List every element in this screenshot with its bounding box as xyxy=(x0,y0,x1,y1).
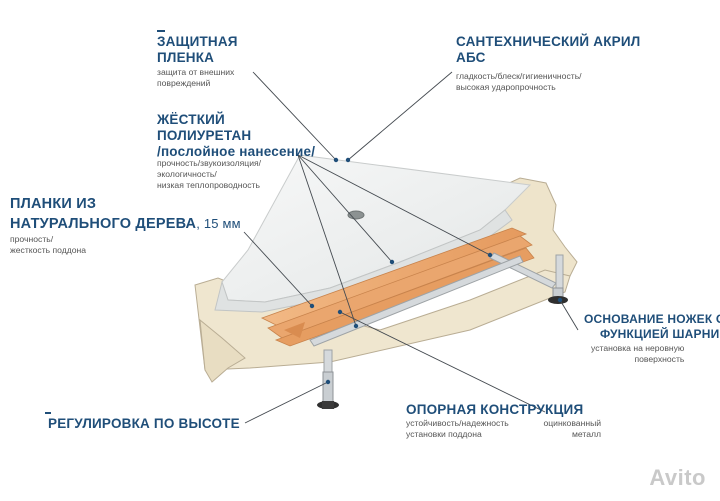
wooden-planks xyxy=(260,227,535,347)
leader-lines xyxy=(243,71,579,424)
avito-watermark: Avito xyxy=(649,465,706,490)
film-accent-bar xyxy=(157,30,165,32)
legs-title: ОСНОВАНИЕ НОЖЕК С ФУНКЦИЕЙ ШАРНИРА xyxy=(584,312,720,341)
height-title: РЕГУЛИРОВКА ПО ВЫСОТЕ xyxy=(48,416,240,431)
planks-title: ПЛАНКИ ИЗ НАТУРАЛЬНОГО ДЕРЕВА, 15 мм xyxy=(10,196,241,232)
frame-description: устойчивость/надежность установки поддон… xyxy=(406,418,509,439)
height-accent-bar xyxy=(45,412,51,414)
polyurethane-title: ЖЁСТКИЙ ПОЛИУРЕТАН /послойное нанесение/ xyxy=(157,112,316,159)
acrylic-title: САНТЕХНИЧЕСКИЙ АКРИЛ АБС xyxy=(456,34,641,65)
film-description: защита от внешних повреждений xyxy=(157,67,235,88)
frame-title: ОПОРНАЯ КОНСТРУКЦИЯ xyxy=(406,402,584,417)
acrylic-description: гладкость/блеск/гигиеничность/ высокая у… xyxy=(456,71,582,92)
legs-description: установка на неровную поверхность xyxy=(591,343,685,364)
film-title: ЗАЩИТНАЯ ПЛЕНКА xyxy=(157,34,238,65)
polyurethane-subtitle: /послойное нанесение/ xyxy=(157,144,316,159)
planks-size: , 15 мм xyxy=(196,216,241,231)
acrylic-shell xyxy=(214,154,532,313)
planks-description: прочность/ жесткость поддона xyxy=(10,234,87,255)
planks-title-main: НАТУРАЛЬНОГО ДЕРЕВА xyxy=(10,216,197,232)
leader-dots xyxy=(309,157,563,385)
frame-material: оцинкованный металл xyxy=(543,418,602,439)
polyurethane-description: прочность/звукоизоляция/ экологичность/ … xyxy=(157,158,262,190)
